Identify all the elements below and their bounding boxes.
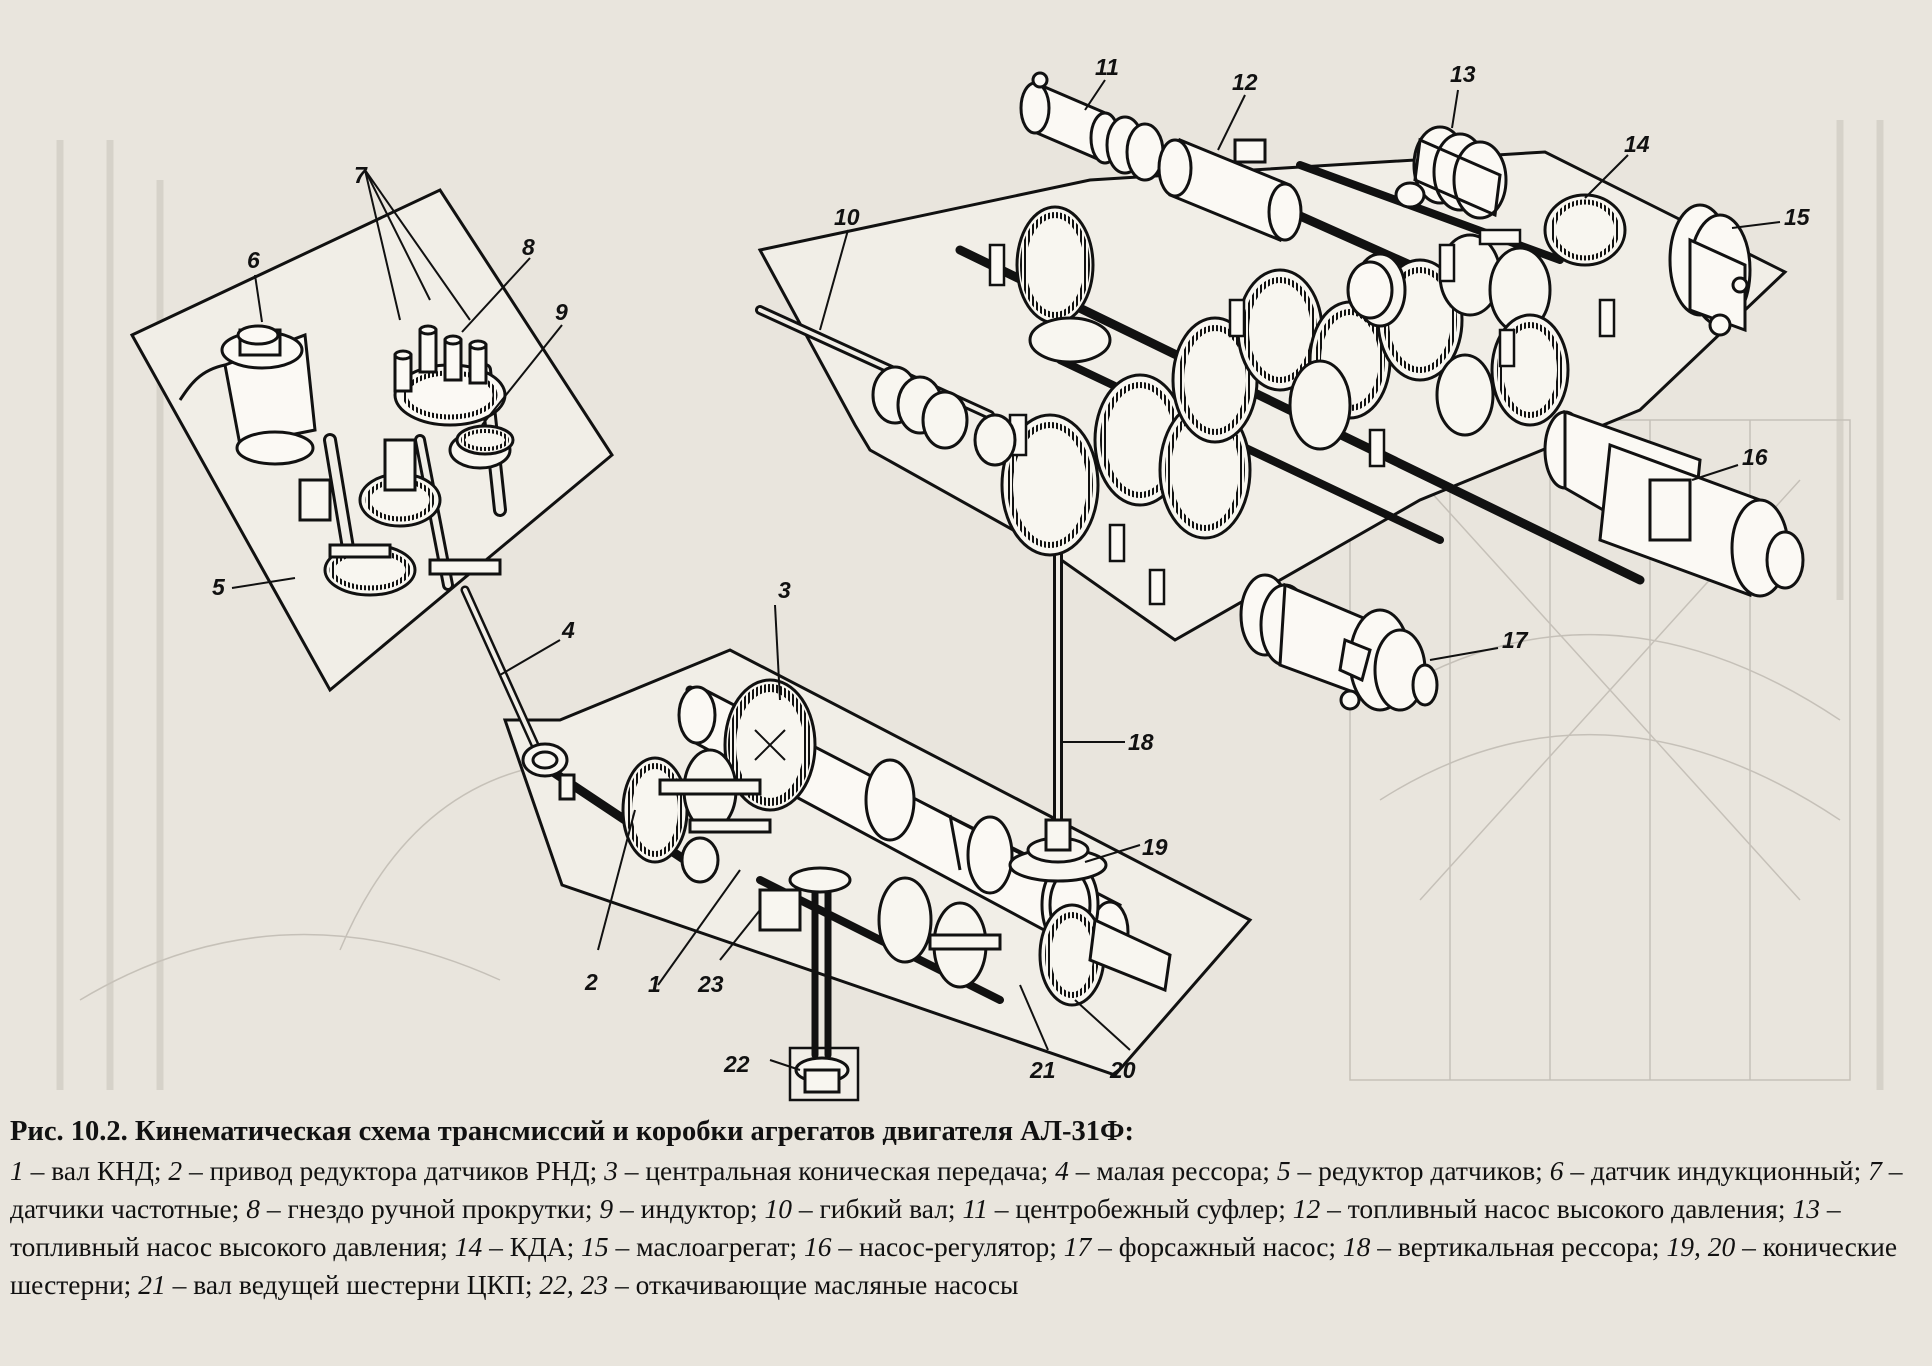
legend-text: – форсажный насос;: [1091, 1231, 1343, 1263]
legend-number: 19, 20: [1666, 1231, 1736, 1263]
legend-number: 13: [1792, 1192, 1820, 1224]
fuel-pump-13: [1394, 125, 1508, 220]
callout-12: 12: [1232, 69, 1258, 95]
centrifugal-breather: [1019, 71, 1165, 182]
legend-text: – малая рессора;: [1068, 1154, 1277, 1186]
central-plate: [502, 648, 1253, 1077]
bearing-blocks: [988, 228, 1616, 606]
legend-text: – топливный насос высокого давления;: [10, 1192, 1841, 1263]
callout-7: 7: [354, 162, 368, 188]
figure-caption: Рис. 10.2. Кинематическая схема трансмис…: [10, 1112, 1915, 1304]
callout-17: 17: [1502, 627, 1529, 653]
inductive-sensor: [178, 324, 317, 466]
sensor-reducer-plate: [129, 188, 614, 693]
callout-10: 10: [834, 204, 860, 230]
legend-number: 11: [962, 1192, 988, 1224]
legend-text: – вертикальная рессора;: [1370, 1231, 1667, 1263]
legend-number: 17: [1063, 1231, 1092, 1263]
legend-text: – привод редуктора датчиков РНД;: [182, 1154, 605, 1186]
legend-text: – топливный насос высокого давления;: [1320, 1192, 1793, 1224]
legend-number: 14: [454, 1231, 483, 1263]
scavenge-pump-22: [794, 1056, 850, 1094]
legend-number: 5: [1276, 1154, 1291, 1186]
legend-text: – конические шестерни;: [10, 1231, 1898, 1301]
legend-text: – КДА;: [482, 1231, 582, 1263]
callout-22: 22: [723, 1051, 750, 1077]
legend-text: – гнездо ручной прокрутки;: [259, 1192, 600, 1224]
legend-number: 3: [604, 1154, 618, 1186]
bevel-gear-19: [1008, 818, 1108, 883]
callout-3: 3: [778, 577, 791, 603]
legend-number: 12: [1292, 1192, 1321, 1224]
legend-number: 16: [804, 1231, 832, 1263]
oil-unit: [1668, 203, 1752, 337]
callout-5: 5: [212, 574, 226, 600]
caption-title: Рис. 10.2. Кинематическая схема трансмис…: [10, 1116, 1134, 1147]
callout-23: 23: [697, 971, 724, 997]
kinematic-diagram: 1 2 3 4 5 6 7 8 9 10 11 12 13 14 15 16 1…: [129, 54, 1811, 1102]
legend-number: 15: [581, 1231, 609, 1263]
legend-number: 18: [1342, 1231, 1371, 1263]
callout-14: 14: [1624, 131, 1650, 157]
afterburner-pump: [1239, 573, 1439, 712]
legend-text: – откачивающие масляные насосы: [608, 1269, 1019, 1301]
legend-number: 7: [1868, 1154, 1882, 1186]
caption-legend: 1 – вал КНД; 2 – привод редуктора датчик…: [10, 1155, 1902, 1301]
legend-text: – маслоагрегат;: [608, 1231, 805, 1263]
callout-21: 21: [1029, 1057, 1056, 1083]
rnd-drive-gears: [621, 748, 772, 884]
gearbox-gears: [1000, 193, 1627, 557]
legend-number: 22, 23: [539, 1269, 609, 1301]
scavenge-pump-23: [758, 866, 1002, 989]
legend-number: 9: [599, 1192, 614, 1224]
small-spring-coupling: [521, 742, 576, 801]
fuel-pump-12: [1157, 137, 1394, 320]
callout-19: 19: [1142, 834, 1168, 860]
legend-text: – вал КНД;: [23, 1154, 169, 1186]
callout-4: 4: [561, 617, 575, 643]
legend-text: – гибкий вал;: [791, 1192, 963, 1224]
callout-13: 13: [1450, 61, 1476, 87]
legend-number: 1: [10, 1154, 24, 1186]
callout-18: 18: [1128, 729, 1154, 755]
legend-number: 10: [764, 1192, 792, 1224]
legend-text: – редуктор датчиков;: [1290, 1154, 1550, 1186]
legend-text: – вал ведущей шестерни ЦКП;: [165, 1269, 540, 1301]
legend-text: – индуктор;: [613, 1192, 765, 1224]
legend-text: – датчик индукционный;: [1563, 1154, 1869, 1186]
flex-shaft-coupling: [871, 365, 1017, 467]
central-bevel-gear: [723, 678, 817, 812]
callout-6: 6: [247, 247, 260, 273]
callout-1: 1: [648, 971, 661, 997]
callout-labels: 1 2 3 4 5 6 7 8 9 10 11 12 13 14 15 16 1…: [212, 54, 1811, 1083]
callout-16: 16: [1742, 444, 1768, 470]
bevel-gear-20: [1038, 903, 1172, 1007]
callout-2: 2: [584, 969, 598, 995]
legend-text: – центробежный суфлер;: [987, 1192, 1293, 1224]
legend-number: 21: [138, 1269, 166, 1301]
callout-20: 20: [1109, 1057, 1136, 1083]
legend-number: 2: [168, 1154, 183, 1186]
frequency-sensors: [393, 324, 507, 427]
inductor-gear: [455, 424, 515, 456]
legend-text: – насос-регулятор;: [831, 1231, 1064, 1263]
legend-text: – центральная коническая передача;: [617, 1154, 1056, 1186]
legend-number: 6: [1549, 1154, 1564, 1186]
callout-11: 11: [1095, 54, 1119, 80]
legend-number: 8: [246, 1192, 260, 1224]
leader-lines: [231, 79, 1781, 1071]
pump-regulator: [1543, 409, 1805, 598]
callout-15: 15: [1784, 204, 1811, 230]
legend-text: – датчики частотные;: [10, 1154, 1903, 1224]
callout-9: 9: [555, 299, 568, 325]
legend-number: 4: [1055, 1154, 1069, 1186]
callout-8: 8: [522, 234, 535, 260]
